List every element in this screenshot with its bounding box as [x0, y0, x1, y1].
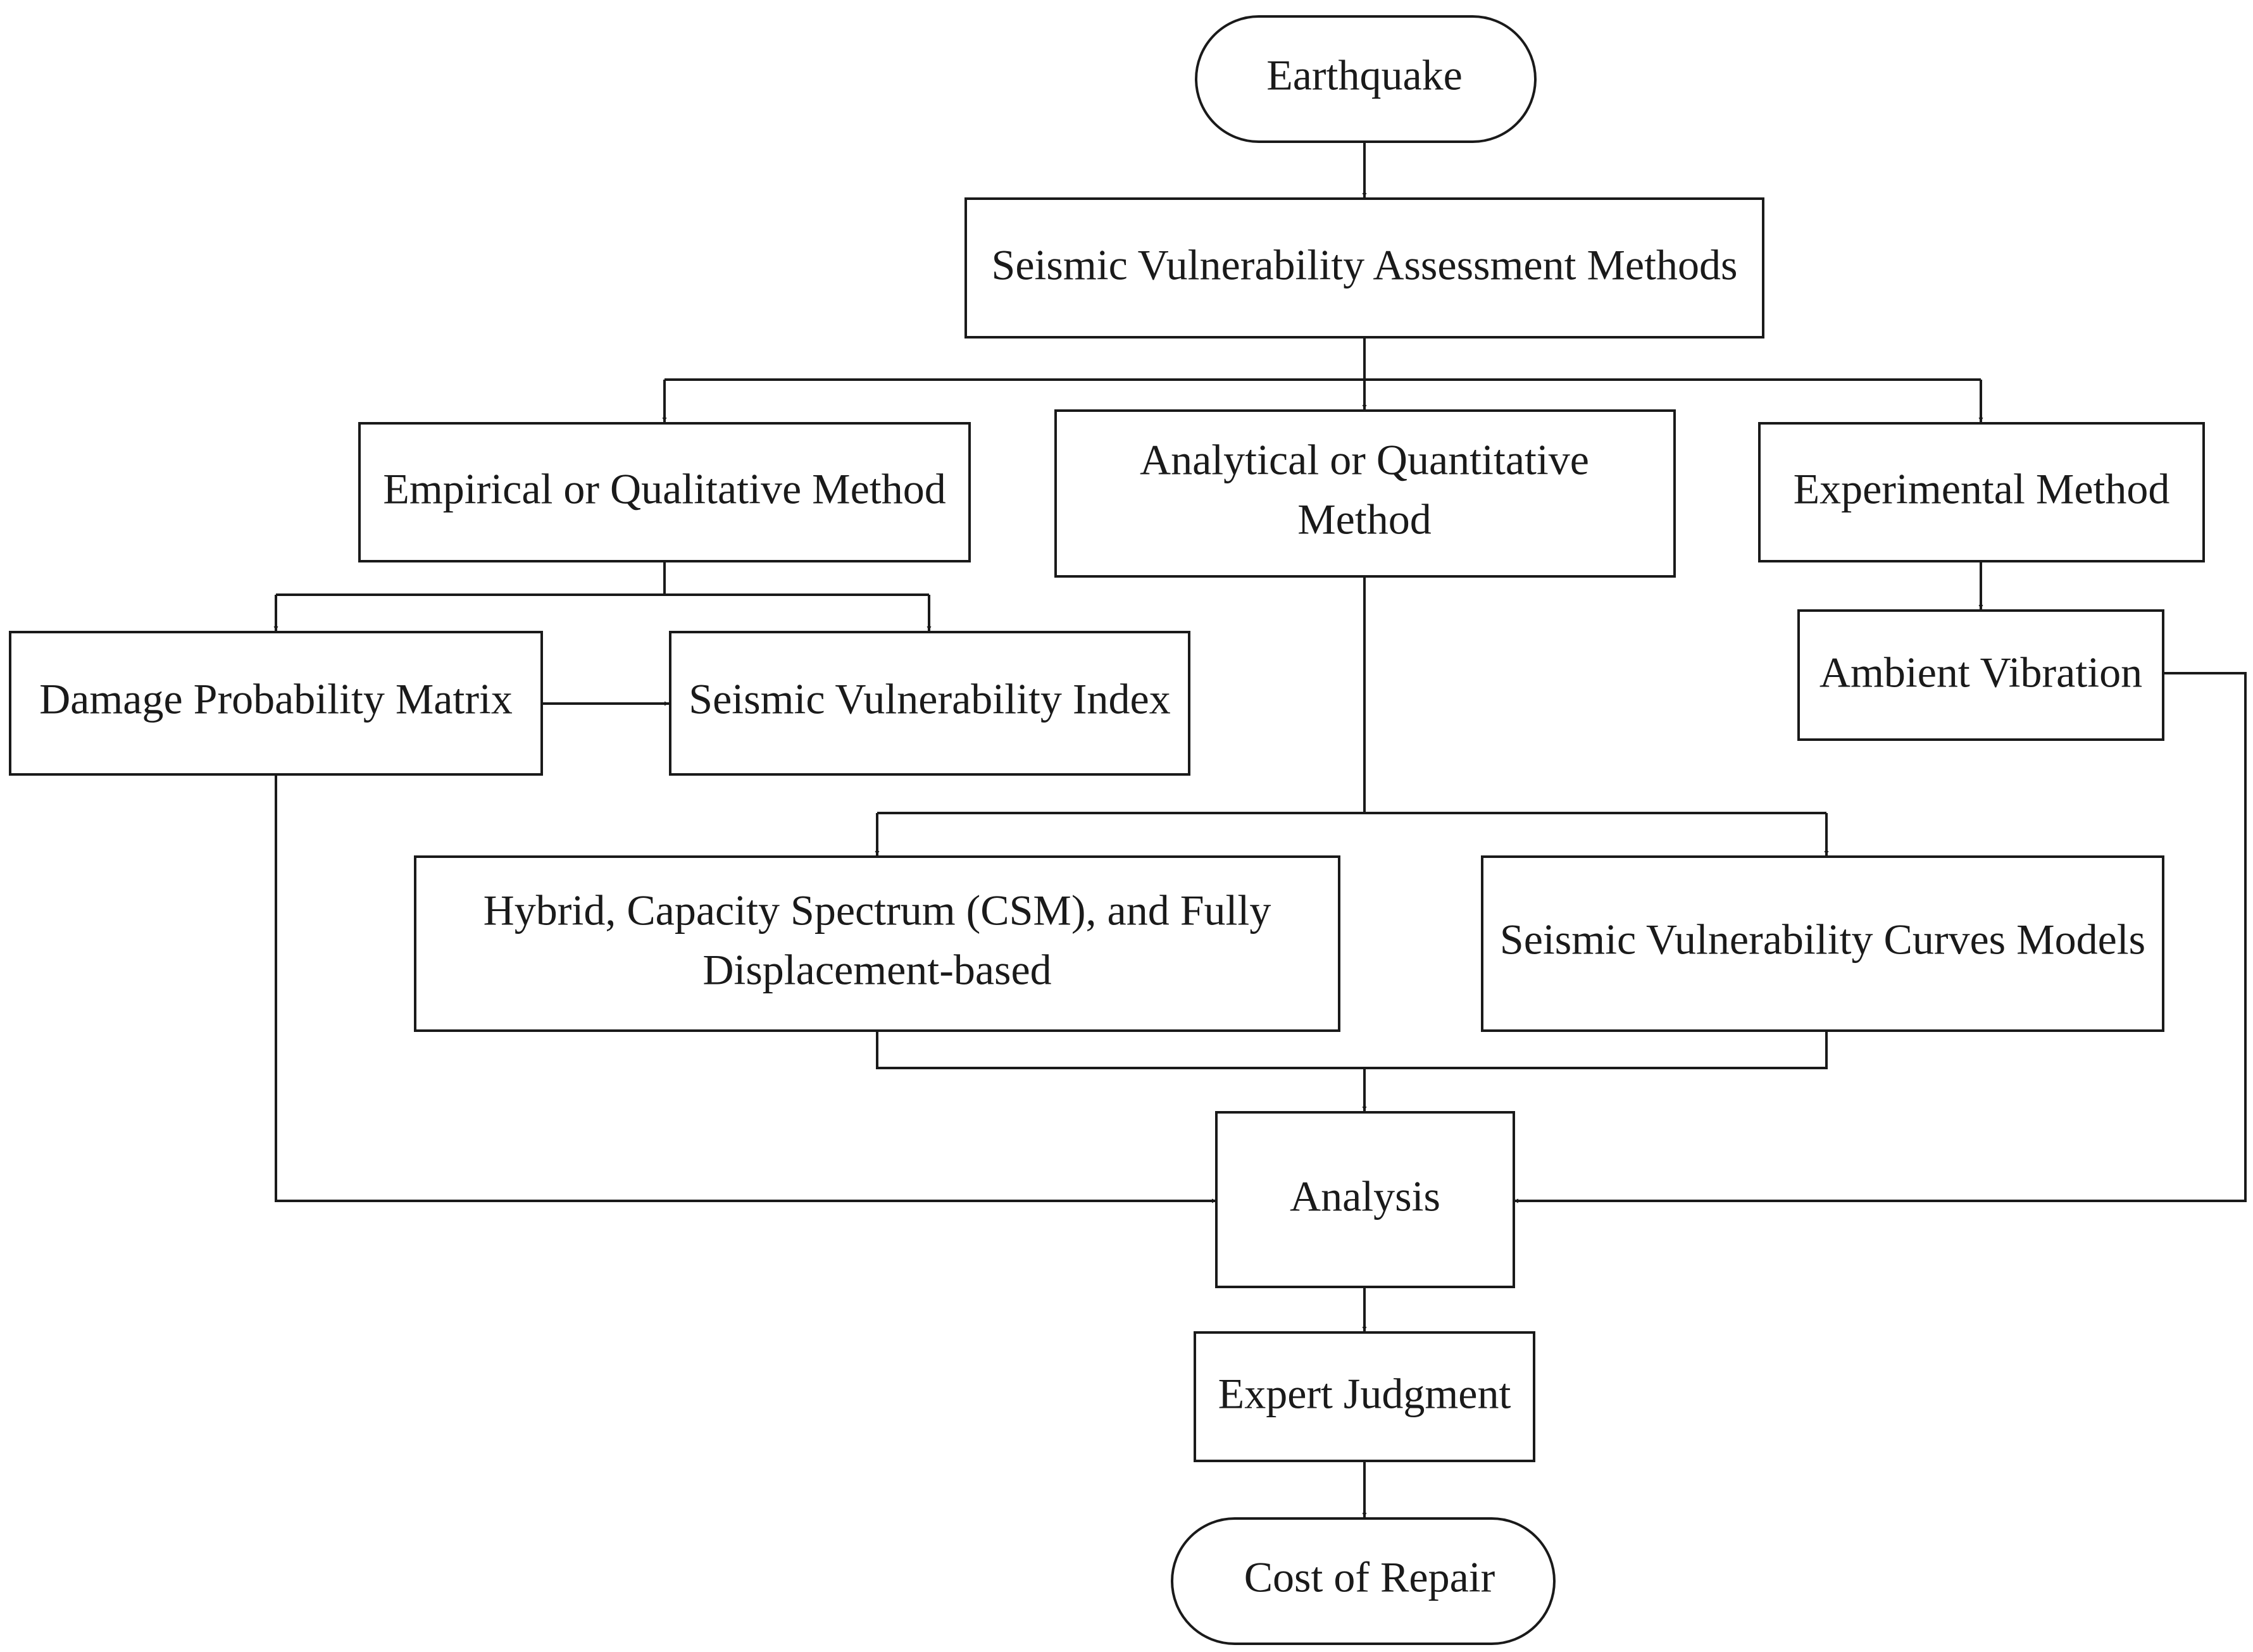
assessment-methods-label: Seismic Vulnerability Assessment Methods — [992, 241, 1738, 289]
merge-hybrid-curves — [876, 1032, 1828, 1069]
ambient-vibration-label: Ambient Vibration — [1819, 649, 2142, 697]
node-curves-models: Seismic Vulnerability Curves Models — [1481, 855, 2164, 1032]
expert-judgment-label: Expert Judgment — [1218, 1370, 1511, 1418]
earthquake-label: Earthquake — [1266, 51, 1463, 99]
node-assessment-methods: Seismic Vulnerability Assessment Methods — [964, 197, 1764, 338]
node-cost-of-repair: Cost of Repair — [1171, 1517, 1556, 1645]
node-analytical: Analytical or Quantitative Method — [1054, 409, 1676, 578]
analytical-label-line1: Analytical or Quantitative — [1140, 436, 1589, 484]
node-analysis: Analysis — [1215, 1111, 1515, 1288]
damage-matrix-label: Damage Probability Matrix — [39, 675, 513, 723]
arrow-damage-matrix-to-analysis — [275, 776, 1216, 1203]
hybrid-label-line2: Displacement-based — [702, 946, 1051, 994]
node-earthquake: Earthquake — [1195, 15, 1537, 143]
node-hybrid: Hybrid, Capacity Spectrum (CSM), and Ful… — [414, 855, 1340, 1032]
node-empirical: Empirical or Qualitative Method — [358, 422, 971, 562]
node-vulnerability-index: Seismic Vulnerability Index — [669, 631, 1190, 776]
cost-of-repair-label: Cost of Repair — [1244, 1553, 1495, 1601]
connectors — [273, 143, 2247, 1517]
node-experimental: Experimental Method — [1758, 422, 2205, 562]
analysis-label: Analysis — [1290, 1172, 1440, 1220]
analytical-label-line2: Method — [1297, 495, 1432, 543]
vulnerability-index-label: Seismic Vulnerability Index — [689, 675, 1170, 723]
node-ambient-vibration: Ambient Vibration — [1797, 609, 2164, 741]
node-expert-judgment: Expert Judgment — [1194, 1331, 1535, 1462]
hybrid-label-line1: Hybrid, Capacity Spectrum (CSM), and Ful… — [484, 886, 1271, 935]
empirical-label: Empirical or Qualitative Method — [383, 465, 946, 513]
curves-models-label: Seismic Vulnerability Curves Models — [1500, 916, 2145, 964]
arrow-ambient-to-analysis — [1514, 672, 2247, 1203]
node-damage-matrix: Damage Probability Matrix — [9, 631, 543, 776]
experimental-label: Experimental Method — [1794, 465, 2170, 513]
